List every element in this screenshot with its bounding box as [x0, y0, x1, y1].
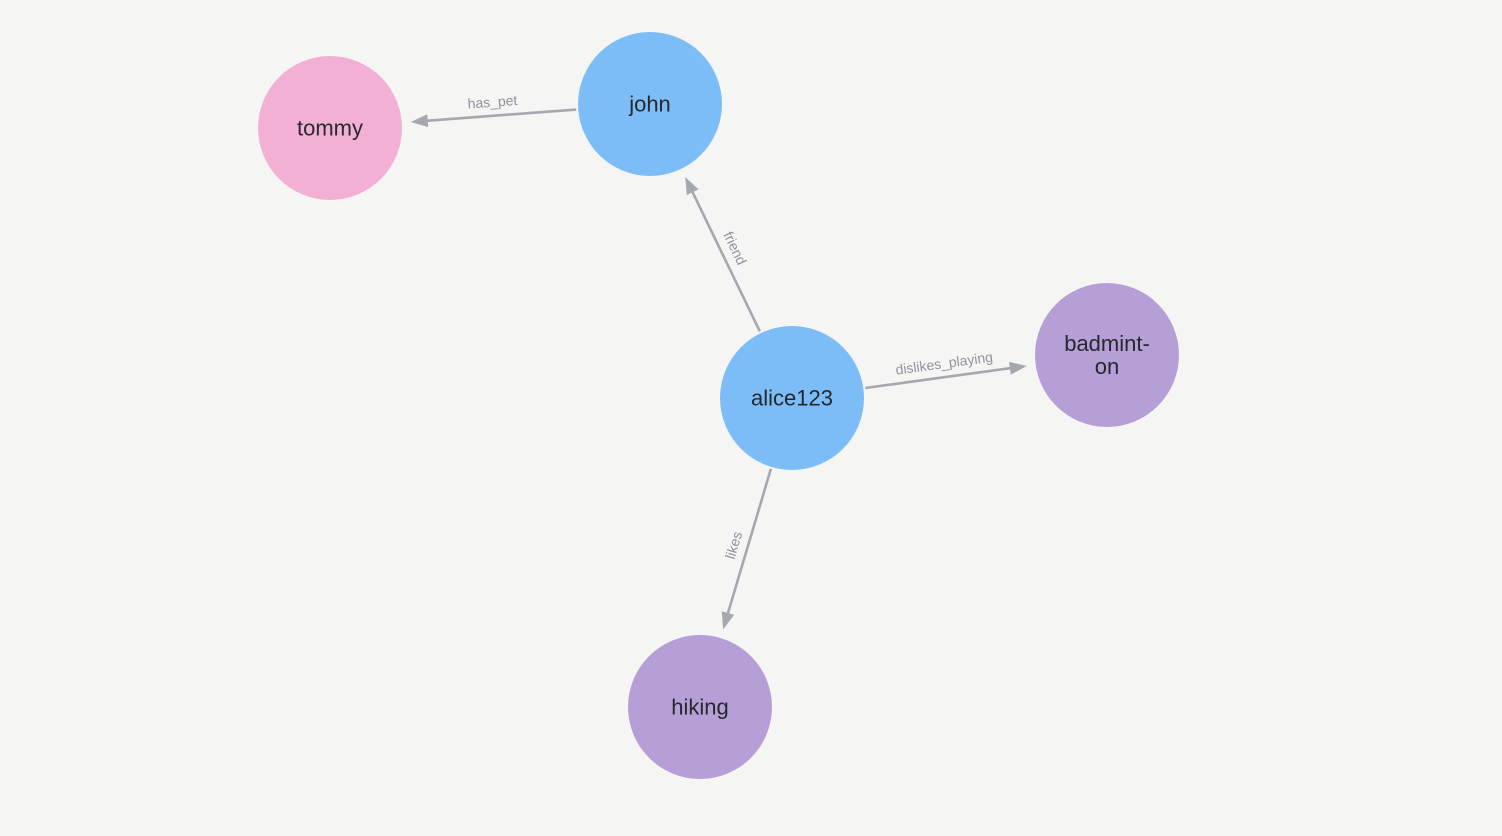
graph-edge-friend[interactable]: friend [685, 176, 761, 332]
graph-edge-has_pet[interactable]: has_pet [410, 92, 577, 128]
edge-line-likes [725, 468, 773, 617]
edge-line-dislikes_playing [865, 366, 1014, 390]
graph-node-john[interactable]: john [578, 32, 722, 176]
graph-node-badminton[interactable]: badmint-on [1035, 283, 1179, 427]
graph-node-tommy[interactable]: tommy [258, 56, 402, 200]
edge-line-has_pet [424, 108, 577, 123]
node-circle-john[interactable] [578, 32, 722, 176]
edge-arrowhead-icon [1009, 361, 1027, 375]
node-circle-tommy[interactable] [258, 56, 402, 200]
graph-edge-likes[interactable]: likes [721, 468, 773, 630]
edge-arrowhead-icon [410, 114, 429, 128]
edge-arrowhead-icon [685, 176, 699, 196]
node-circle-hiking[interactable] [628, 635, 772, 779]
edge-line-friend [690, 188, 761, 332]
edge-label-likes: likes [722, 529, 745, 560]
node-circle-alice123[interactable] [720, 326, 864, 470]
edge-label-has_pet: has_pet [467, 92, 518, 112]
graph-node-alice123[interactable]: alice123 [720, 326, 864, 470]
edge-arrowhead-icon [721, 611, 735, 630]
graph-edge-dislikes_playing[interactable]: dislikes_playing [865, 349, 1027, 390]
node-circle-badminton[interactable] [1035, 283, 1179, 427]
graph-node-hiking[interactable]: hiking [628, 635, 772, 779]
